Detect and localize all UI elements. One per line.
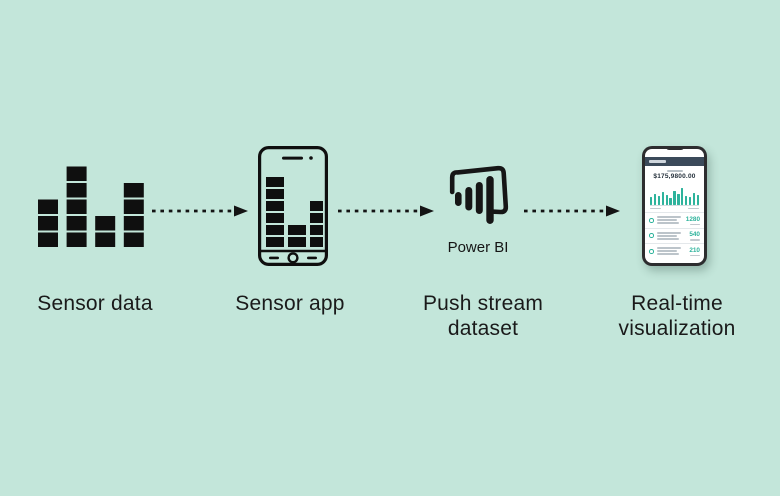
list-item: 210 bbox=[645, 243, 704, 259]
mini-chart-bar bbox=[696, 195, 699, 205]
row-sublabel-placeholder bbox=[690, 254, 700, 256]
mini-chart-bar bbox=[673, 191, 676, 205]
row-bullet-icon bbox=[649, 233, 654, 239]
balance-value: $175,9800.00 bbox=[653, 173, 696, 180]
chart-axis-labels bbox=[650, 207, 699, 210]
row-text-placeholder bbox=[656, 215, 686, 225]
row-value: 540 bbox=[689, 231, 700, 238]
row-sublabel-placeholder bbox=[690, 239, 700, 241]
axis-label-right bbox=[688, 207, 699, 210]
mini-chart-bar bbox=[650, 197, 653, 205]
row-value: 210 bbox=[689, 246, 700, 254]
mini-chart-bar bbox=[681, 188, 684, 205]
flow-arrow-icon bbox=[152, 205, 248, 217]
axis-label-left bbox=[650, 207, 661, 210]
mini-chart-bar bbox=[688, 197, 692, 205]
row-text-placeholder bbox=[656, 231, 690, 241]
app-header-bar bbox=[645, 157, 704, 166]
mini-chart-bar bbox=[653, 194, 657, 205]
header-title-placeholder bbox=[649, 160, 666, 163]
mini-chart-bar bbox=[661, 192, 665, 205]
stage-label-realtime-viz: Real-time visualization bbox=[618, 292, 736, 340]
dashboard-phone-icon: $175,9800.00 1280 540 210 bbox=[642, 146, 707, 266]
flow-arrow-icon bbox=[524, 205, 620, 217]
list-item: 1280 bbox=[645, 212, 704, 228]
power-bi-icon bbox=[449, 165, 509, 224]
balance-label-placeholder bbox=[666, 170, 683, 172]
stage-label-sensor-data: Sensor data bbox=[37, 292, 153, 315]
mini-chart-bar bbox=[665, 195, 668, 205]
row-bullet-icon bbox=[649, 217, 654, 223]
phone-screen: $175,9800.00 1280 540 210 bbox=[645, 149, 704, 263]
mini-chart-bar bbox=[677, 194, 680, 205]
power-bi-caption: Power BI bbox=[447, 239, 509, 256]
stage-label-sensor-app: Sensor app bbox=[235, 292, 345, 315]
mini-bar-chart bbox=[650, 184, 699, 206]
row-value: 1280 bbox=[685, 215, 700, 223]
smartphone-bars-icon bbox=[258, 146, 328, 266]
sensor-data-bars-icon bbox=[38, 166, 144, 247]
row-text-placeholder bbox=[656, 246, 690, 256]
mini-chart-bar bbox=[657, 196, 661, 205]
row-sublabel-placeholder bbox=[690, 223, 700, 225]
phone-notch bbox=[665, 146, 684, 150]
list-item: 540 bbox=[645, 227, 704, 244]
flow-arrow-icon bbox=[338, 205, 434, 217]
mini-chart-bar bbox=[684, 196, 688, 205]
stage-label-push-stream: Push stream dataset bbox=[422, 292, 544, 340]
mini-chart-bar bbox=[669, 198, 672, 205]
stats-list: 1280 540 210 bbox=[645, 212, 704, 259]
row-bullet-icon bbox=[649, 248, 654, 254]
mini-chart-bar bbox=[692, 193, 696, 205]
